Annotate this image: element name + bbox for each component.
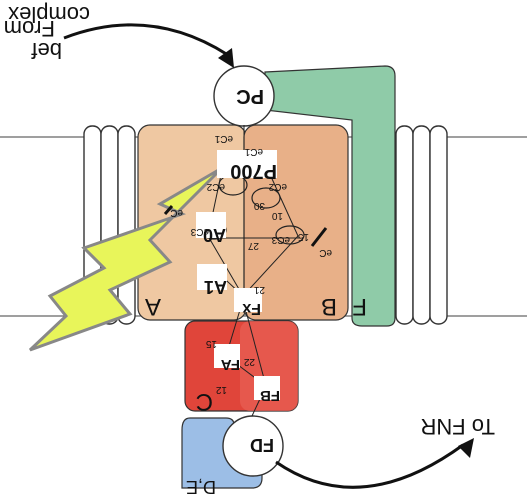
distance-15-lower: 15	[205, 338, 217, 349]
helices-right	[395, 125, 448, 325]
from-line1-text: complex	[8, 2, 90, 27]
ec1-right: eC1	[244, 146, 263, 157]
ec-right: eC	[319, 247, 332, 258]
ec1-left: eC1	[214, 133, 233, 144]
pc-label: PC	[236, 85, 264, 107]
light-bolt	[28, 166, 224, 352]
from-line2-text: bef	[31, 38, 62, 63]
distance-21: 21	[253, 284, 265, 295]
cofactor-boxes	[196, 150, 280, 400]
distance-30: 30	[253, 200, 265, 211]
ec2-left: eC2	[206, 181, 225, 192]
distance-10: 10	[271, 210, 283, 221]
subunit-f-label: F	[352, 293, 367, 320]
ec-left: eC	[170, 207, 183, 218]
from-line3-text: From	[4, 16, 55, 41]
ec3-right: eC3	[271, 234, 290, 245]
distance-12: 12	[215, 384, 227, 395]
subunit-f	[264, 65, 396, 327]
p700-label: P700	[230, 160, 277, 182]
ec3-left: eC3	[190, 226, 209, 237]
fx-label: Fx	[242, 300, 261, 317]
distance-22: 22	[243, 356, 255, 367]
electron-flow-arrows	[63, 23, 464, 489]
ec2-right: eC2	[268, 181, 287, 192]
distance-15-upper: 15	[297, 231, 309, 242]
distance-27: 27	[247, 240, 259, 251]
subunit-de-label: D,E	[186, 477, 216, 497]
carotenoid-bars	[163, 205, 328, 247]
fd-label: FD	[250, 435, 274, 455]
bottom-arrowhead	[458, 438, 474, 458]
subunit-a-label: A	[145, 293, 161, 320]
subunit-c-label: C	[196, 388, 213, 415]
fb-label: FB	[260, 387, 280, 404]
subunit-b-label: B	[321, 293, 337, 320]
a0-label: A0	[203, 225, 226, 245]
top-arrowhead	[218, 48, 234, 68]
fd-circle	[222, 415, 284, 477]
fa-label: FA	[221, 356, 240, 373]
a1-label: A1	[204, 277, 227, 297]
to-fnr-text: To FNR	[420, 414, 495, 439]
